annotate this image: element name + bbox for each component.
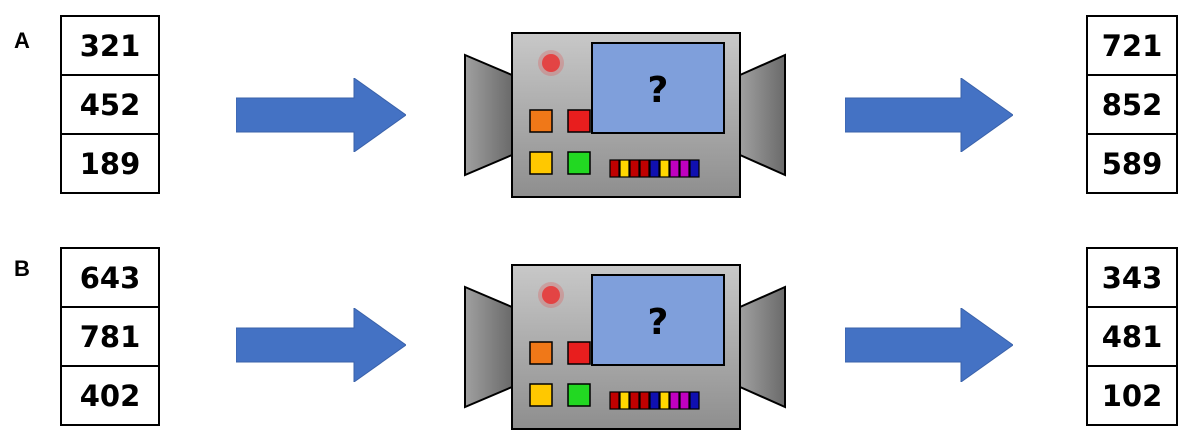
input-cell: 452 [60, 74, 160, 135]
output-cell: 589 [1086, 133, 1178, 194]
speaker-icon [464, 53, 513, 177]
arrow-right-icon [236, 78, 406, 152]
led-icon [542, 54, 560, 72]
input-table-a: 321 452 189 [60, 15, 160, 194]
output-table-b: 343 481 102 [1086, 247, 1178, 426]
speaker-icon [739, 285, 786, 409]
arrow-right-icon [845, 78, 1013, 152]
input-cell: 781 [60, 306, 160, 367]
arrow-right-icon [236, 308, 406, 382]
machine-screen-text: ? [648, 302, 669, 343]
output-cell: 721 [1086, 15, 1178, 76]
machine-icon: ? [464, 32, 786, 198]
input-cell: 643 [60, 247, 160, 308]
machine-icon: ? [464, 264, 786, 430]
arrow-right-icon [845, 308, 1013, 382]
row-label-b: B [14, 256, 30, 281]
output-cell: 852 [1086, 74, 1178, 135]
led-icon [542, 286, 560, 304]
input-cell: 402 [60, 365, 160, 426]
input-cell: 321 [60, 15, 160, 76]
row-label-a: A [14, 28, 30, 53]
output-cell: 102 [1086, 365, 1178, 426]
output-cell: 481 [1086, 306, 1178, 367]
output-table-a: 721 852 589 [1086, 15, 1178, 194]
input-table-b: 643 781 402 [60, 247, 160, 426]
speaker-icon [739, 53, 786, 177]
input-cell: 189 [60, 133, 160, 194]
machine-screen-text: ? [648, 70, 669, 111]
speaker-icon [464, 285, 513, 409]
output-cell: 343 [1086, 247, 1178, 308]
